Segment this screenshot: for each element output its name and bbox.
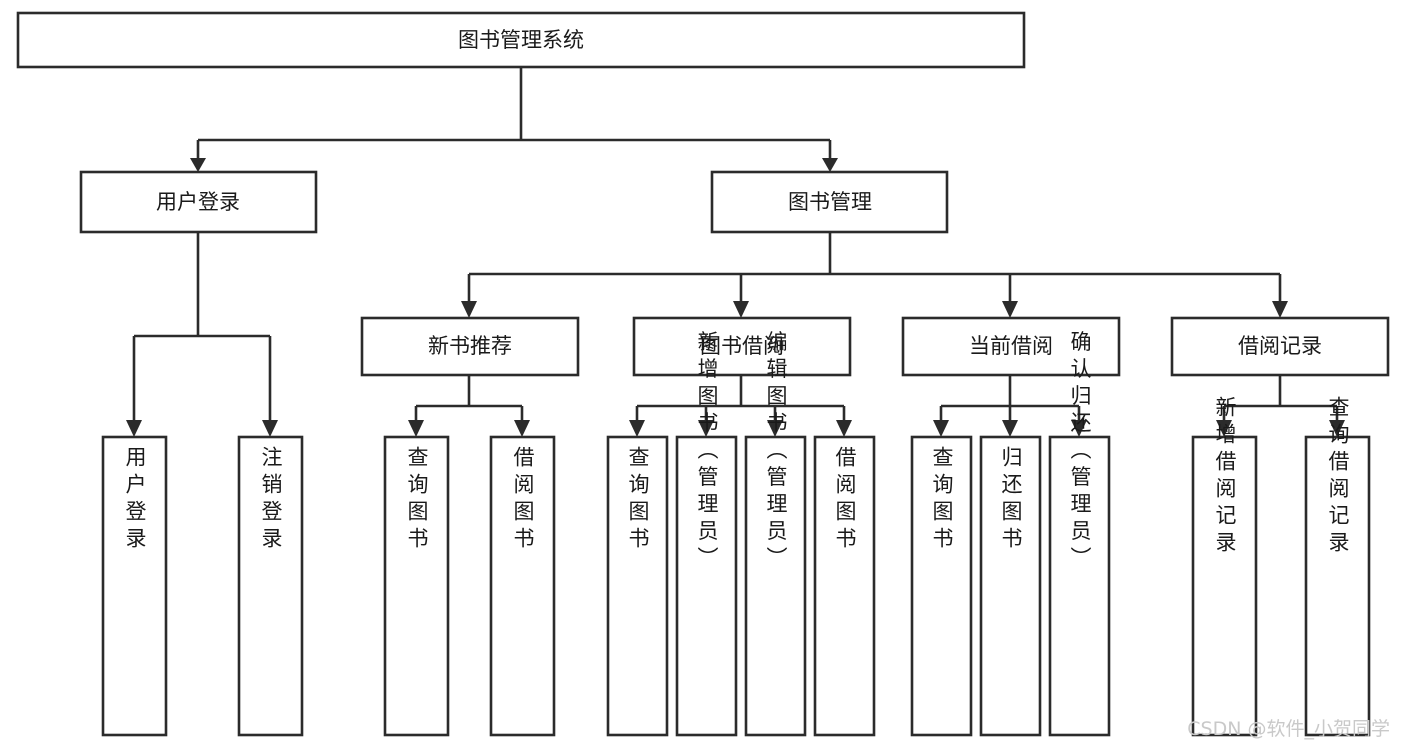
arrowhead-book-management — [822, 158, 838, 172]
node-book-management-label: 图书管理 — [788, 190, 872, 214]
arrowhead-leaf-add-book — [698, 420, 714, 437]
node-leaf-add-record-box[interactable] — [1191, 435, 1258, 737]
node-leaf-edit-book-box[interactable] — [744, 435, 807, 737]
csdn-watermark: CSDN @软件_小贺同学 — [1187, 718, 1390, 740]
node-leaf-add-book-box[interactable] — [675, 435, 738, 737]
node-leaf-return-book-box[interactable] — [979, 435, 1042, 737]
node-leaf-query-book-1-box[interactable] — [383, 435, 450, 737]
node-leaf-query-book-3-box[interactable] — [910, 435, 973, 737]
node-leaf-user-login-box[interactable] — [101, 435, 168, 737]
node-leaf-query-record-label: 查询借阅记录 — [1326, 396, 1350, 558]
node-leaf-add-record[interactable]: 新增借阅记录 — [1191, 396, 1258, 737]
node-leaf-query-book-2-box[interactable] — [606, 435, 669, 737]
node-leaf-add-book-label: 新增图书（管理员） — [695, 331, 719, 574]
arrowhead-user-login — [190, 158, 206, 172]
node-leaf-borrow-book-2-box[interactable] — [813, 435, 876, 737]
node-current-borrow[interactable]: 当前借阅 — [901, 316, 1121, 377]
arrowhead-leaf-query-book-2 — [629, 420, 645, 437]
node-leaf-borrow-book-2-label: 借阅图书 — [833, 446, 857, 554]
node-leaf-query-book-2-label: 查询图书 — [626, 446, 650, 554]
arrowhead-leaf-query-book-3 — [933, 420, 949, 437]
node-leaf-return-book-label: 归还图书 — [999, 446, 1023, 554]
connector-layer — [126, 67, 1345, 437]
node-leaf-confirm-return-label: 确认归还（管理员） — [1068, 331, 1092, 574]
node-leaf-borrow-book-1-box[interactable] — [489, 435, 556, 737]
node-leaf-confirm-return[interactable]: 确认归还（管理员） — [1048, 331, 1111, 737]
arrowhead-current-borrow — [1002, 301, 1018, 318]
node-new-book-recommend[interactable]: 新书推荐 — [360, 316, 580, 377]
node-leaf-query-book-1[interactable]: 查询图书 — [383, 435, 450, 737]
node-borrow-record-label: 借阅记录 — [1238, 334, 1322, 358]
arrowhead-leaf-borrow-book-2 — [836, 420, 852, 437]
arrowhead-leaf-query-book-1 — [408, 420, 424, 437]
arrowhead-leaf-user-logout — [262, 420, 278, 437]
node-leaf-query-book-1-label: 查询图书 — [405, 446, 429, 554]
node-leaf-query-record-box[interactable] — [1304, 435, 1371, 737]
node-new-book-recommend-box[interactable] — [360, 316, 580, 377]
node-leaf-return-book[interactable]: 归还图书 — [979, 435, 1042, 737]
node-leaf-user-logout-label: 注销登录 — [259, 446, 283, 554]
node-root-label: 图书管理系统 — [458, 28, 584, 52]
node-borrow-record-box[interactable] — [1170, 316, 1390, 377]
node-leaf-confirm-return-box[interactable] — [1048, 435, 1111, 737]
node-root-box[interactable] — [16, 11, 1026, 69]
node-leaf-user-logout-box[interactable] — [237, 435, 304, 737]
node-new-book-recommend-label: 新书推荐 — [428, 334, 512, 358]
node-leaf-borrow-book-1[interactable]: 借阅图书 — [489, 435, 556, 737]
arrowhead-leaf-edit-book — [767, 420, 783, 437]
node-book-borrow-label: 图书借阅 — [700, 334, 784, 358]
node-leaf-query-book-2[interactable]: 查询图书 — [606, 435, 669, 737]
arrowhead-new-book-recommend — [461, 301, 477, 318]
node-leaf-user-login-label: 用户登录 — [123, 446, 147, 554]
node-user-login[interactable]: 用户登录 — [79, 170, 318, 234]
node-borrow-record[interactable]: 借阅记录 — [1170, 316, 1390, 377]
node-book-management-box[interactable] — [710, 170, 949, 234]
node-book-borrow-box[interactable] — [632, 316, 852, 377]
node-current-borrow-box[interactable] — [901, 316, 1121, 377]
node-leaf-edit-book-label: 编辑图书（管理员） — [764, 331, 788, 574]
node-leaf-edit-book[interactable]: 编辑图书（管理员） — [744, 331, 807, 737]
node-leaf-query-record[interactable]: 查询借阅记录 — [1304, 396, 1371, 737]
node-leaf-user-logout[interactable]: 注销登录 — [237, 435, 304, 737]
arrowhead-leaf-add-record — [1216, 420, 1232, 437]
node-leaf-query-book-3[interactable]: 查询图书 — [910, 435, 973, 737]
arrowhead-borrow-record — [1272, 301, 1288, 318]
node-leaf-user-login[interactable]: 用户登录 — [101, 435, 168, 737]
node-leaf-borrow-book-2[interactable]: 借阅图书 — [813, 435, 876, 737]
node-user-login-box[interactable] — [79, 170, 318, 234]
node-user-login-label: 用户登录 — [156, 190, 240, 214]
node-book-borrow[interactable]: 图书借阅 — [632, 316, 852, 377]
arrowhead-leaf-query-record — [1329, 420, 1345, 437]
node-root[interactable]: 图书管理系统 — [16, 11, 1026, 69]
arrowhead-leaf-user-login — [126, 420, 142, 437]
arrowhead-book-borrow — [733, 301, 749, 318]
node-current-borrow-label: 当前借阅 — [969, 334, 1053, 358]
arrowhead-leaf-return-book — [1002, 420, 1018, 437]
node-leaf-borrow-book-1-label: 借阅图书 — [511, 446, 535, 554]
arrowhead-leaf-confirm-return — [1071, 420, 1087, 437]
node-leaf-add-record-label: 新增借阅记录 — [1213, 396, 1237, 558]
node-leaf-add-book[interactable]: 新增图书（管理员） — [675, 331, 738, 737]
arrowhead-leaf-borrow-book-1 — [514, 420, 530, 437]
node-book-management[interactable]: 图书管理 — [710, 170, 949, 234]
node-leaf-query-book-3-label: 查询图书 — [930, 446, 954, 554]
